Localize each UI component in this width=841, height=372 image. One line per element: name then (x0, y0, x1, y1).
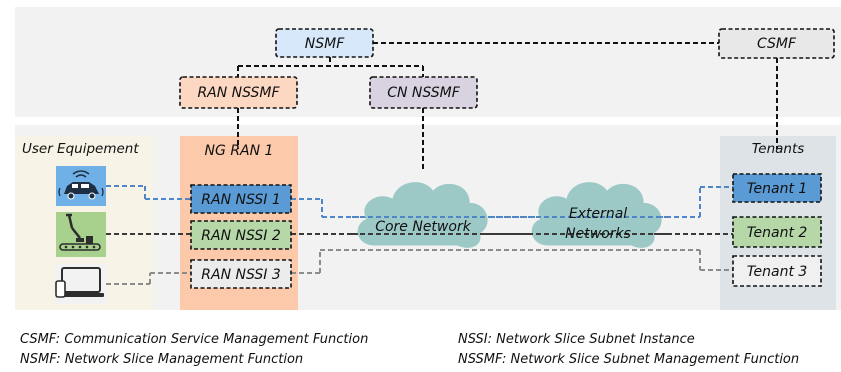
network-slicing-diagram: NSMF CSMF RAN NSSMF CN NSSMF User Equipe… (15, 7, 841, 310)
ran-nssi-2-label: RAN NSSI 2 (201, 228, 281, 244)
ran-nssi-2-box[interactable]: RAN NSSI 2 (190, 220, 292, 250)
tenant-1-box[interactable]: Tenant 1 (732, 173, 822, 203)
csmf-label: CSMF (757, 36, 797, 52)
industrial-robot-icon (56, 212, 106, 257)
ran-nssi-1-label: RAN NSSI 1 (201, 192, 280, 208)
laptop-phone-icon (55, 264, 106, 304)
management-links (237, 42, 778, 170)
tenant-3-label: Tenant 3 (747, 264, 808, 280)
legend-right: NSSI: Network Slice Subnet Instance NSSM… (458, 330, 841, 370)
ran-nssi-1-box[interactable]: RAN NSSI 1 (190, 184, 292, 214)
user-equipment-title: User Equipement (22, 141, 139, 157)
legend-nssi: NSSI: Network Slice Subnet Instance (458, 332, 695, 347)
cn-nssmf-box[interactable]: CN NSSMF (369, 76, 478, 109)
ran-nssi-3-label: RAN NSSI 3 (201, 267, 280, 283)
nsmf-box[interactable]: NSMF (275, 28, 374, 58)
ng-ran-title: NG RAN 1 (205, 143, 274, 159)
connected-car-icon (56, 166, 106, 206)
nsmf-label: NSMF (305, 36, 345, 52)
legend-left: CSMF: Communication Service Management F… (20, 330, 368, 370)
cloud-crossing-links (352, 216, 668, 251)
csmf-box[interactable]: CSMF (718, 28, 835, 59)
ran-nssmf-label: RAN NSSMF (197, 85, 280, 101)
core-network-label: Core Network (375, 219, 472, 235)
tenant-2-box[interactable]: Tenant 2 (732, 216, 822, 248)
cn-nssmf-label: CN NSSMF (387, 85, 461, 101)
tenant-2-label: Tenant 2 (747, 225, 808, 241)
tenant-1-label: Tenant 1 (747, 181, 808, 197)
legend-csmf: CSMF: Communication Service Management F… (20, 332, 369, 347)
external-networks-label-line1: External (569, 206, 627, 222)
ran-nssmf-box[interactable]: RAN NSSMF (179, 76, 298, 109)
legend-nssmf: NSSMF: Network Slice Subnet Management F… (458, 352, 800, 367)
external-networks-label-line2: Networks (565, 226, 631, 242)
ran-nssi-3-box[interactable]: RAN NSSI 3 (190, 259, 292, 289)
tenants-title: Tenants (752, 141, 805, 157)
legend-nsmf: NSMF: Network Slice Management Function (20, 352, 304, 367)
tenant-3-box[interactable]: Tenant 3 (732, 255, 822, 287)
